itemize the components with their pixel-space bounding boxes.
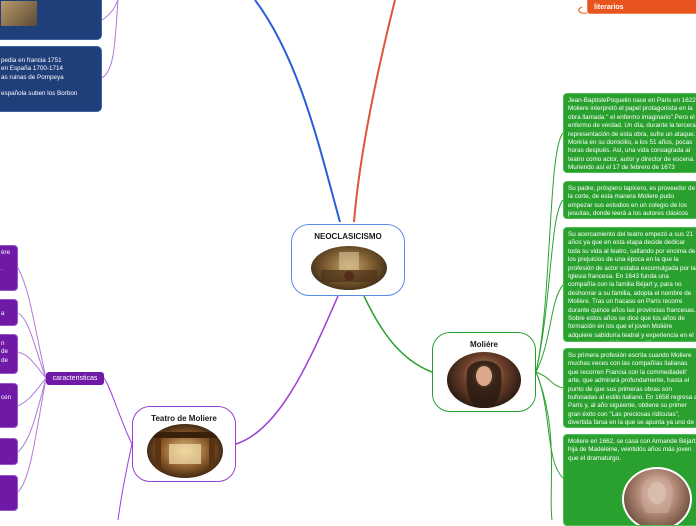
carac-4-line-3: cen: [1, 394, 12, 401]
link-history: [101, 0, 119, 79]
caracteristica-card-1[interactable]: ère .: [0, 245, 18, 291]
caracteristica-card-5[interactable]: [0, 438, 18, 465]
central-topic[interactable]: NEOCLASICISMO: [291, 224, 405, 296]
caracteristica-card-4[interactable]: cen: [0, 383, 18, 428]
link-carac-5: [17, 377, 47, 453]
moliere-card-2[interactable]: Su padre, próspero tapicero, es proveedo…: [563, 181, 696, 219]
teatro-title: Teatro de Moliere: [151, 414, 217, 423]
link-carac-1: [17, 267, 47, 379]
moliere-card-3[interactable]: Su acercamiento del teatro empezó a sus …: [563, 227, 696, 342]
history-line-3: as ruinas de Pompeya: [1, 73, 64, 81]
link-moliere-down: [535, 371, 553, 520]
moliere-card-2-text: Su padre, próspero tapicero, es proveedo…: [568, 185, 696, 218]
link-moliere-card1: [535, 132, 564, 373]
moliere-title: Moliére: [469, 340, 498, 349]
link-teatro-down: [117, 443, 133, 520]
moliere-card-3-text: Su acercamiento del teatro empezó a sus …: [568, 231, 696, 341]
caracteristicas-label[interactable]: caracteristicas: [46, 372, 104, 385]
link-carac-6: [17, 377, 47, 493]
theater-image: [147, 424, 223, 478]
literary-card[interactable]: literarios: [587, 0, 696, 14]
history-line-4: española suben los Borbon: [1, 90, 78, 98]
link-moliere-card3: [535, 284, 564, 373]
link-central-red: [353, 0, 396, 223]
history-image: [1, 1, 37, 26]
literary-text: literarios: [594, 4, 624, 11]
link-history-top: [101, 0, 119, 21]
link-teatro-caracteristicas: [103, 377, 133, 445]
moliere-portrait-image: [447, 352, 521, 408]
link-moliere-card2: [535, 199, 564, 373]
carac-2-line-1: a: [1, 310, 5, 317]
link-carac-2: [17, 312, 47, 379]
link-carac-4: [17, 377, 47, 407]
link-central-green: [363, 295, 433, 373]
moliere-card-4[interactable]: Su primera profesión escrita cuando Moli…: [563, 348, 696, 428]
moliere-card-4-text: Su primera profesión escrita cuando Moli…: [568, 352, 696, 427]
moliere-topic[interactable]: Moliére: [432, 332, 536, 412]
moliere-card-1[interactable]: Jean-BaptistePoquelin nace en Paris en 1…: [563, 93, 696, 173]
history-image-card[interactable]: [0, 0, 102, 40]
teatro-topic[interactable]: Teatro de Moliere: [132, 406, 236, 482]
link-orange: [578, 6, 588, 14]
central-title: NEOCLASICISMO: [314, 232, 382, 241]
link-central-blue: [254, 0, 341, 223]
carac-1-line-3: .: [1, 265, 3, 273]
link-central-purple: [235, 295, 339, 445]
moliere-card-5-text: Moliere en 1662, se casa con Armande Béj…: [568, 438, 696, 462]
link-carac-3: [17, 351, 47, 379]
carac-1-line-1: ère: [1, 249, 11, 256]
history-card[interactable]: pedia en francia 1751 en España 1700-171…: [0, 46, 102, 112]
carac-3-line-3: de: [1, 356, 9, 364]
moliere-card-5[interactable]: Moliere en 1662, se casa con Armande Béj…: [563, 434, 696, 526]
carac-3-line-2: de: [1, 348, 9, 356]
link-moliere-card4: [535, 371, 564, 389]
caracteristica-card-6[interactable]: [0, 475, 18, 511]
caracteristica-card-2[interactable]: a: [0, 299, 18, 326]
caracteristica-card-3[interactable]: n de de: [0, 334, 18, 374]
painting-image: [311, 246, 387, 290]
carac-3-line-1: n: [1, 340, 5, 347]
history-line-1: pedia en francia 1751: [1, 57, 62, 64]
history-line-2: en España 1700-1714: [1, 65, 63, 73]
moliere-card-1-text: Jean-BaptistePoquelin nace en Paris en 1…: [568, 97, 696, 172]
armande-portrait-image: [622, 467, 692, 525]
